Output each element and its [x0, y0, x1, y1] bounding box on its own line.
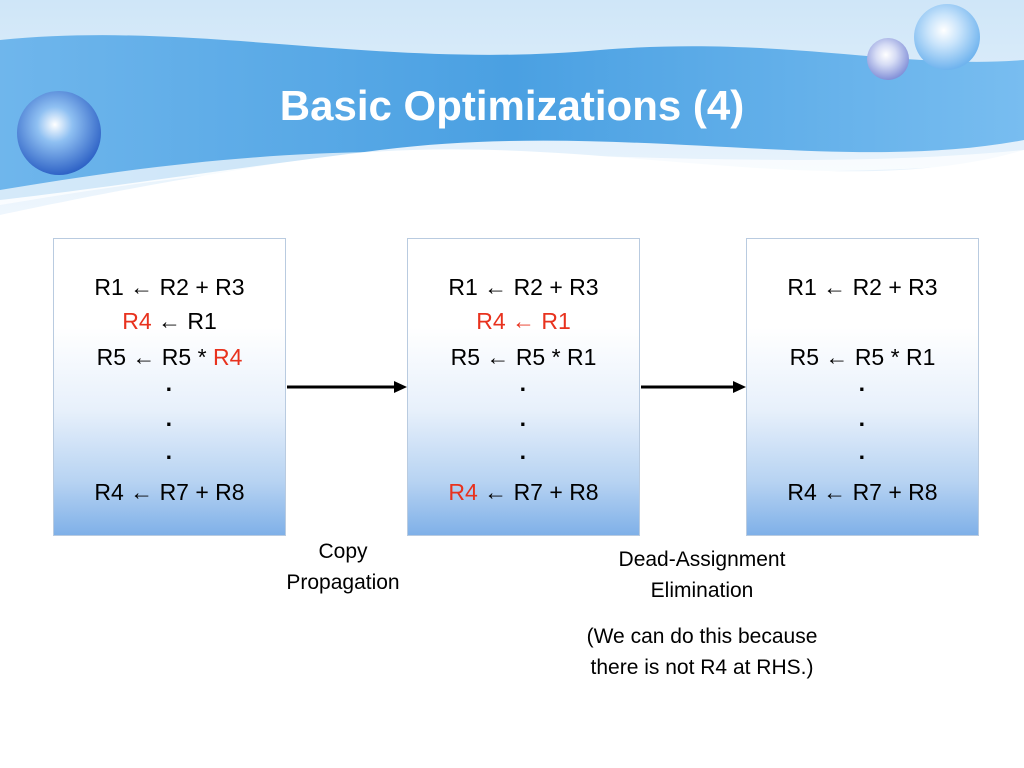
code-line: R1 ← R2 + R3 — [54, 270, 285, 304]
code-text: ← R1 — [151, 308, 217, 334]
code-text: R5 ← R5 * R1 — [789, 344, 936, 370]
code-line: R4 ← R7 + R8 — [54, 475, 285, 509]
code-line: R5 ← R5 * R4 — [54, 340, 285, 374]
caption-line: Elimination — [650, 579, 754, 602]
code-text: R5 ← R5 * — [96, 344, 213, 370]
ellipsis-dot: · — [519, 444, 528, 470]
ellipsis-dot: · — [519, 411, 528, 437]
code-line: R4 ← R1 — [408, 304, 639, 338]
code-line: · — [54, 372, 285, 406]
code-text: R4 ← R7 + R8 — [787, 479, 938, 505]
highlighted-code: R4 — [122, 308, 152, 334]
code-box-after-dead-assignment-elimination: R1 ← R2 + R3 R5 ← R5 * R1 · · · R4 ← R7 + R8 — [746, 238, 979, 536]
code-line: R4 ← R7 + R8 — [408, 475, 639, 509]
code-text: R1 ← R2 + R3 — [787, 274, 938, 300]
ellipsis-dot: · — [858, 411, 867, 437]
slide-title: Basic Optimizations (4) — [279, 82, 745, 129]
code-text: R1 ← R2 + R3 — [94, 274, 245, 300]
decorative-orb-large — [17, 91, 101, 175]
code-line: R5 ← R5 * R1 — [747, 340, 978, 374]
ellipsis-dot: · — [519, 376, 528, 402]
highlighted-code: R4 — [448, 479, 478, 505]
decorative-orb-small — [867, 38, 909, 80]
ellipsis-dot: · — [165, 376, 174, 402]
code-line: R5 ← R5 * R1 — [408, 340, 639, 374]
caption-line: there is not R4 at RHS.) — [590, 656, 814, 679]
code-text: ← R7 + R8 — [477, 479, 599, 505]
code-line: R1 ← R2 + R3 — [408, 270, 639, 304]
code-line — [747, 304, 978, 338]
highlighted-code: R4 — [212, 344, 243, 370]
arrow-dead-assignment-elimination — [641, 381, 746, 393]
code-line: · — [747, 407, 978, 441]
caption-line: Propagation — [286, 571, 400, 594]
decorative-orb-medium — [914, 4, 980, 70]
code-line: · — [408, 372, 639, 406]
highlighted-code: R4 ← R1 — [476, 308, 571, 334]
arrow-copy-propagation — [287, 381, 407, 393]
caption-dead-assignment-elimination: Dead-Assignment Elimination — [572, 544, 832, 606]
caption-note: (We can do this because there is not R4 … — [542, 621, 862, 683]
code-line: · — [54, 407, 285, 441]
code-line: · — [54, 440, 285, 474]
code-text: R5 ← R5 * R1 — [450, 344, 597, 370]
ellipsis-dot: · — [858, 376, 867, 402]
caption-line: Copy — [318, 540, 368, 563]
ellipsis-dot: · — [165, 411, 174, 437]
ellipsis-dot: · — [165, 444, 174, 470]
code-line: · — [747, 372, 978, 406]
code-line: R4 ← R7 + R8 — [747, 475, 978, 509]
code-box-after-copy-propagation: R1 ← R2 + R3 R4 ← R1 R5 ← R5 * R1 · · · R4 ← R… — [407, 238, 640, 536]
code-line: R4 ← R1 — [54, 304, 285, 338]
code-line: R1 ← R2 + R3 — [747, 270, 978, 304]
code-line: · — [747, 440, 978, 474]
caption-line: Dead-Assignment — [618, 548, 786, 571]
code-line: · — [408, 407, 639, 441]
ellipsis-dot: · — [858, 444, 867, 470]
caption-copy-propagation: Copy Propagation — [263, 536, 423, 598]
code-text: R1 ← R2 + R3 — [448, 274, 599, 300]
header-background — [0, 0, 1024, 230]
caption-line: (We can do this because — [586, 625, 818, 648]
code-line: · — [408, 440, 639, 474]
code-text: R4 ← R7 + R8 — [94, 479, 245, 505]
